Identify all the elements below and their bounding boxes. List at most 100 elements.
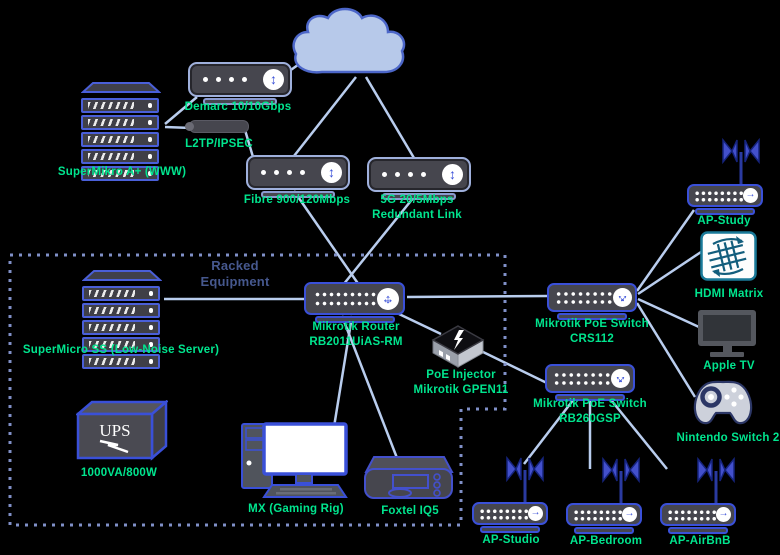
hdmi-matrix bbox=[700, 231, 757, 281]
server-top-cap bbox=[81, 270, 163, 281]
server-supermikro-www bbox=[80, 80, 162, 183]
fibre-modem-chassis: ↕ bbox=[246, 155, 350, 190]
rack-unit bbox=[81, 166, 159, 181]
tv-screen bbox=[703, 315, 751, 341]
mikrotik-router: ↔ ↕ bbox=[304, 282, 405, 323]
device-stand bbox=[203, 98, 277, 105]
label-nintendo: Nintendo Switch 2 bbox=[676, 432, 780, 444]
device-stand bbox=[555, 394, 625, 401]
connection-crs112-apple-tv bbox=[637, 297, 700, 329]
connection-rb260-ap-studio bbox=[523, 394, 578, 465]
label-poe-injector: PoE Injector Mikrotik GPEN11 bbox=[413, 368, 508, 397]
connection-cloud-fibre bbox=[293, 76, 357, 157]
label-rb260-line2: RB260GSP bbox=[559, 412, 621, 425]
label-racked-line2: Equipment bbox=[200, 274, 270, 289]
router-cross-arrows-icon: ↔ ↕ bbox=[377, 288, 399, 310]
label-apple-tv: Apple TV bbox=[703, 360, 755, 372]
label-hdmi-matrix: HDMI Matrix bbox=[694, 288, 764, 300]
wifi-antenna bbox=[506, 456, 544, 504]
tv-frame bbox=[698, 310, 756, 346]
lightning-bolt-icon bbox=[99, 439, 129, 454]
power-led bbox=[148, 291, 153, 296]
label-router-line2: RB2011UiAS-RM bbox=[309, 335, 403, 348]
cable-plug bbox=[185, 122, 194, 131]
rack-unit bbox=[82, 354, 160, 369]
ap-airbnb-device: → bbox=[660, 503, 736, 534]
right-arrow-icon: → bbox=[528, 506, 543, 521]
ap-chassis: → bbox=[472, 502, 548, 525]
led-dot bbox=[203, 77, 208, 82]
ethernet-ports bbox=[553, 371, 611, 387]
led-dot bbox=[229, 77, 234, 82]
ethernet-ports bbox=[479, 507, 529, 521]
foxtel-set-top-box bbox=[364, 456, 454, 499]
device-stand bbox=[574, 527, 634, 534]
led-dot bbox=[300, 170, 305, 175]
rack-unit bbox=[82, 286, 160, 301]
5g-modem: ↕ bbox=[367, 157, 471, 200]
label-ap-study: AP-Study bbox=[697, 215, 751, 227]
ethernet-ports bbox=[694, 189, 744, 203]
label-ap-bedroom: AP-Bedroom bbox=[569, 535, 643, 547]
ap-study-device: → bbox=[687, 184, 763, 215]
label-5g-line1: 5G 20/5Mbps bbox=[380, 194, 454, 206]
led-dot bbox=[216, 77, 221, 82]
ap-chassis: → bbox=[566, 503, 642, 526]
label-racked-line1: Racked bbox=[211, 258, 259, 273]
demarc-modem-chassis: ↕ bbox=[188, 62, 292, 97]
ethernet-ports bbox=[314, 290, 377, 308]
led-dot bbox=[408, 172, 413, 177]
tv-stand-base bbox=[710, 352, 744, 357]
label-ap-studio: AP-Studio bbox=[482, 534, 540, 546]
demarc-modem: ↕ bbox=[188, 62, 292, 105]
device-stand bbox=[557, 313, 627, 320]
diagonal-arrow-glyph: ↔ bbox=[612, 287, 632, 307]
led-dot bbox=[242, 77, 247, 82]
wifi-antenna bbox=[602, 457, 640, 505]
led-dot bbox=[261, 170, 266, 175]
label-crs112-line1: Mikrotik PoE Switch bbox=[535, 318, 649, 330]
switch-chassis: ↔ ↔ bbox=[547, 283, 637, 312]
updown-arrow-icon: ↕ bbox=[321, 162, 342, 183]
vent-stripes bbox=[88, 170, 134, 177]
server-supermicro-ss bbox=[81, 268, 163, 371]
power-led bbox=[148, 308, 153, 313]
vent-stripes bbox=[88, 119, 134, 126]
led-dot bbox=[395, 172, 400, 177]
label-5g-line2: Redundant Link bbox=[372, 208, 462, 221]
poe-injector bbox=[431, 325, 485, 368]
server-top-cap bbox=[80, 82, 162, 93]
device-stand bbox=[695, 208, 755, 215]
tv-stand-neck bbox=[722, 346, 732, 352]
ups-unit: UPS bbox=[76, 400, 168, 461]
matrix-grid-icon bbox=[707, 240, 747, 272]
switch-crossed-arrows-icon: ↔ ↔ bbox=[613, 288, 632, 307]
label-router-line1: Mikrotik Router bbox=[312, 321, 400, 333]
vent-stripes bbox=[89, 290, 135, 297]
ethernet-ports bbox=[555, 290, 613, 306]
keyboard bbox=[262, 484, 348, 498]
router-chassis: ↔ ↕ bbox=[304, 282, 405, 315]
updown-arrow-icon: ↕ bbox=[263, 69, 284, 90]
connection-demarc-server-www bbox=[164, 96, 198, 125]
nintendo-gamepad bbox=[693, 380, 753, 425]
switch-crossed-arrows-icon: ↔ ↔ bbox=[611, 369, 630, 388]
vent-stripes bbox=[89, 307, 135, 314]
vent-stripes bbox=[89, 358, 135, 365]
led-dot bbox=[274, 170, 279, 175]
ethernet-ports bbox=[667, 508, 717, 522]
connection-router-crs112 bbox=[406, 294, 549, 299]
wifi-antenna bbox=[722, 138, 760, 186]
ups-device-text: UPS bbox=[99, 421, 130, 440]
power-led bbox=[148, 359, 153, 364]
dpad-ring bbox=[700, 386, 722, 408]
rack-unit bbox=[81, 149, 159, 164]
label-racked-equipment: Racked Equipment bbox=[201, 258, 270, 290]
ethernet-ports bbox=[573, 508, 623, 522]
vent-stripes bbox=[88, 136, 134, 143]
arrow-vertical-glyph: ↕ bbox=[384, 291, 392, 306]
diagonal-arrow-glyph: ↔ bbox=[610, 368, 630, 388]
device-stand bbox=[261, 191, 335, 198]
